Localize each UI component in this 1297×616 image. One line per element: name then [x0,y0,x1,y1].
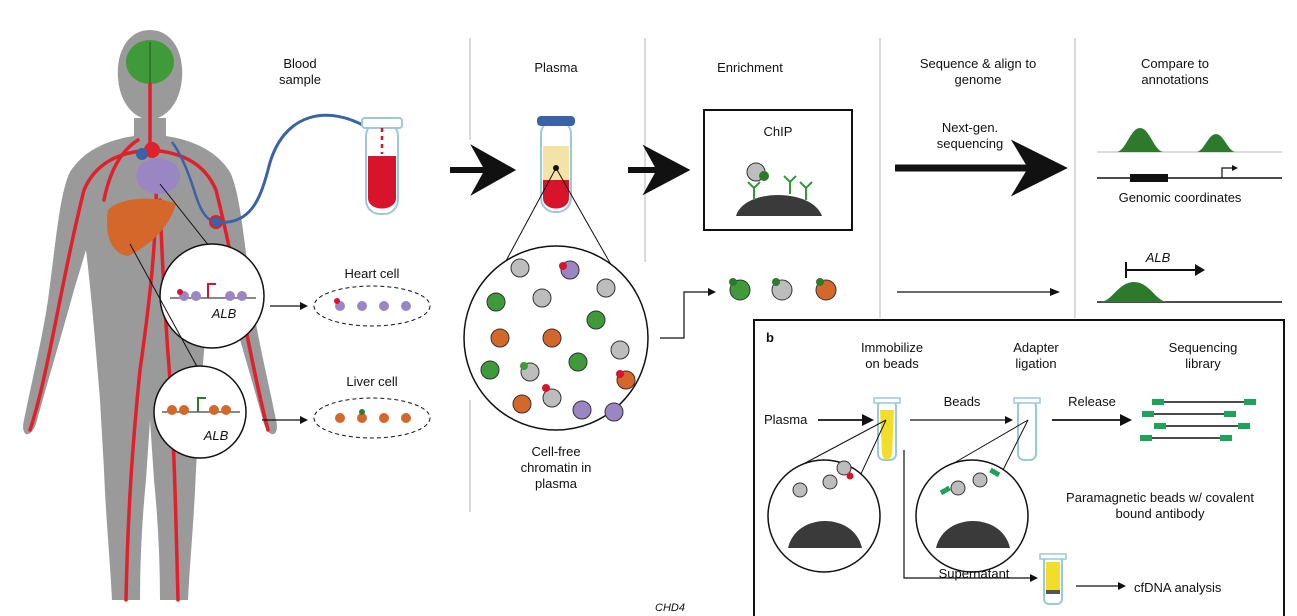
arrow-release-head [1120,414,1132,426]
arrow-blood-to-plasma [450,144,517,196]
label-sequencing-library: Sequencing library [1168,340,1238,371]
arrow-beads-head [1005,416,1013,424]
label-heart-cell: Heart cell [344,266,400,281]
nucleosomes-plasma [480,258,636,422]
human-body-illustration [23,30,277,602]
zoom-line-liver [129,243,201,373]
panel-b-letter: b [766,330,774,345]
label-compare-annotations: Compare to annotations [1141,56,1209,87]
label-plasma-input: Plasma [764,412,808,427]
label-adapter-ligation: Adapter ligation [1013,340,1059,371]
label-plasma: Plasma [534,60,578,75]
label-alb-heart: ALB [211,306,237,321]
label-genomic-coordinates: Genomic coordinates [1118,190,1242,205]
label-chip: ChIP [763,124,793,139]
label-sequence-align: Sequence & align to genome [919,56,1037,87]
arrow-chromatin-to-enriched-head [708,288,716,296]
arrow-chromatin-to-enriched [660,291,708,339]
enriched-nucleosomes [729,278,837,301]
label-paramagnetic-beads: Paramagnetic beads w/ covalent bound ant… [1066,490,1254,521]
tube-adapter [1013,397,1041,461]
label-release: Release [1068,394,1116,409]
arrow-plasma-to-enrichment [628,144,691,196]
label-cell-free-chromatin: Cell-free chromatin in plasma [520,444,592,491]
label-beads: Beads [943,394,981,409]
liver-cell-dashed [313,397,431,439]
label-immobilize: Immobilize on beads [860,340,924,371]
adapter-zoom-circle [915,459,1029,573]
immobilize-bead [788,521,862,548]
heart-cell-nucleosomes [334,298,411,311]
label-alb-liver: ALB [203,428,229,443]
label-cut-off: CHD4 [655,602,685,614]
blood-draw-tubing [217,113,369,224]
chip-mark [759,171,769,181]
liver-nucleosomes [162,397,240,415]
arrow-heart-cell-head [300,302,308,310]
genome-track-top [1097,128,1282,182]
column-dividers [469,38,1076,512]
heart-cell-dashed [313,285,431,327]
label-blood-sample: Blood sample [279,56,321,87]
adapter-bead [936,521,1010,548]
label-next-gen: Next-gen. sequencing [936,120,1004,151]
body-silhouette [23,30,277,600]
heart-cell-circle [159,243,265,349]
heart-nucleosomes [170,283,256,301]
arrow-sequencing [895,139,1068,197]
supernatant-line [903,450,1030,579]
genome-track-alb [1097,262,1282,303]
adapter-nucleosomes [939,467,1001,496]
label-enrichment: Enrichment [717,60,783,75]
liver-cell-nucleosomes [335,409,411,423]
label-liver-cell: Liver cell [346,374,398,389]
supernatant-arrow-head [1030,574,1038,582]
label-supernatant: Supernatant [938,566,1010,581]
arrow-cfdna-head [1118,582,1126,590]
immobilize-nucleosomes [792,460,854,498]
tube-supernatant [1039,553,1067,605]
label-cfdna-analysis: cfDNA analysis [1134,580,1222,595]
heart-organ [136,158,180,194]
blood-tube [361,117,403,215]
label-alb-gene: ALB [1145,250,1171,265]
sequencing-library-fragments [1140,399,1256,441]
arrow-liver-cell-head [300,416,308,424]
arrow-plasma-in-head [862,414,874,426]
liver-organ [106,198,176,256]
thin-arrow-head [1050,288,1060,296]
vein-arm [170,141,216,224]
chip-antibodies [747,175,813,200]
chip-bead [736,195,822,216]
immobilize-zoom-circle [767,459,881,573]
heart-top-blue [136,148,148,160]
tube-immobilize [873,397,901,461]
plasma-tube [537,116,575,213]
